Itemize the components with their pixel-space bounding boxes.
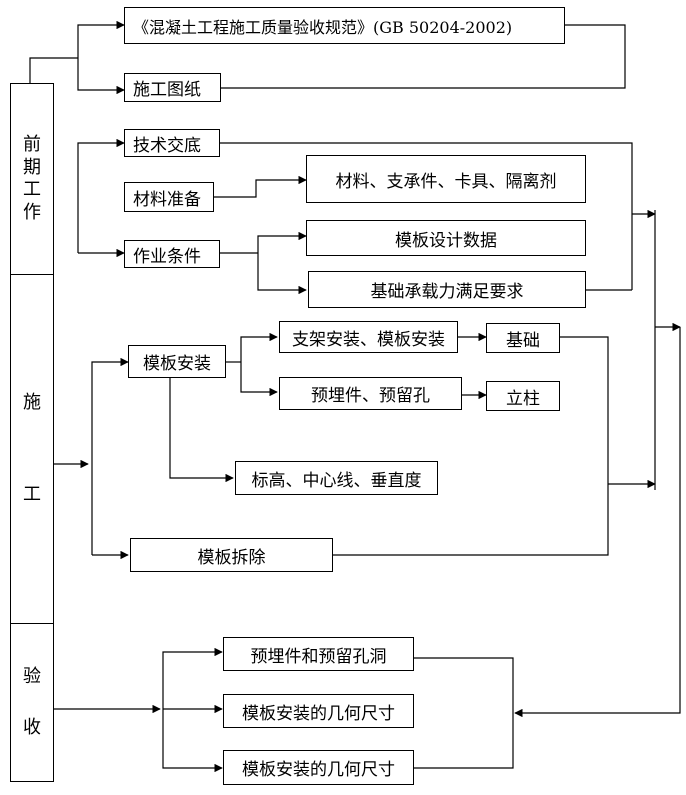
line-prep-branch xyxy=(29,57,78,83)
arrow-to-elevation xyxy=(169,378,234,483)
box-formwork-removal: 模板拆除 xyxy=(130,538,333,572)
box-support-install: 支架安装、模板安装 xyxy=(279,321,458,353)
arrow-to-foundation-load xyxy=(257,253,307,295)
box-embedded-parts: 预埋件、预留孔 xyxy=(279,377,462,410)
arrow-to-embedded-parts xyxy=(240,362,278,397)
box-tech-briefing: 技术交底 xyxy=(124,129,220,157)
arrow-to-support-install xyxy=(240,332,278,362)
box-materials: 材料、支承件、卡具、隔离剂 xyxy=(306,155,586,203)
stage-construction: 施 工 xyxy=(10,274,54,624)
box-check-geometry-1: 模板安装的几何尺寸 xyxy=(223,694,414,728)
box-standard: 《混凝土工程施工质量验收规范》(GB 50204-2002) xyxy=(124,7,565,44)
arrow-to-acceptance xyxy=(514,327,681,718)
line-standard-drawings xyxy=(221,24,626,89)
box-column: 立柱 xyxy=(486,381,560,411)
arrow-to-check-embedded xyxy=(162,647,223,709)
line-tech-briefing-out xyxy=(220,142,633,290)
box-foundation-load: 基础承载力满足要求 xyxy=(308,271,586,308)
arrow-to-tech-briefing xyxy=(77,138,125,253)
box-material-prep: 材料准备 xyxy=(124,182,214,212)
box-check-geometry-2: 模板安装的几何尺寸 xyxy=(223,750,414,785)
box-formwork-design: 模板设计数据 xyxy=(306,220,586,256)
stage-acceptance: 验 收 xyxy=(10,623,54,782)
box-work-conditions: 作业条件 xyxy=(124,240,220,268)
box-drawings: 施工图纸 xyxy=(124,73,221,102)
stage-preparation: 前 期 工 作 xyxy=(10,83,54,275)
box-check-embedded: 预埋件和预留孔洞 xyxy=(223,637,414,671)
arrow-to-formwork-install xyxy=(91,357,129,555)
box-elevation: 标高、中心线、垂直度 xyxy=(235,461,438,495)
line-acceptance-right xyxy=(414,657,514,769)
arrow-to-drawings xyxy=(77,58,125,95)
arrow-to-formwork-design xyxy=(257,231,307,253)
line-foundation-out xyxy=(333,336,609,556)
arrow-to-check-geometry-2 xyxy=(162,709,223,773)
arrow-to-materials xyxy=(214,175,307,198)
arrow-to-standard xyxy=(77,20,125,58)
box-foundation: 基础 xyxy=(486,323,560,353)
box-formwork-install: 模板安装 xyxy=(128,345,226,378)
